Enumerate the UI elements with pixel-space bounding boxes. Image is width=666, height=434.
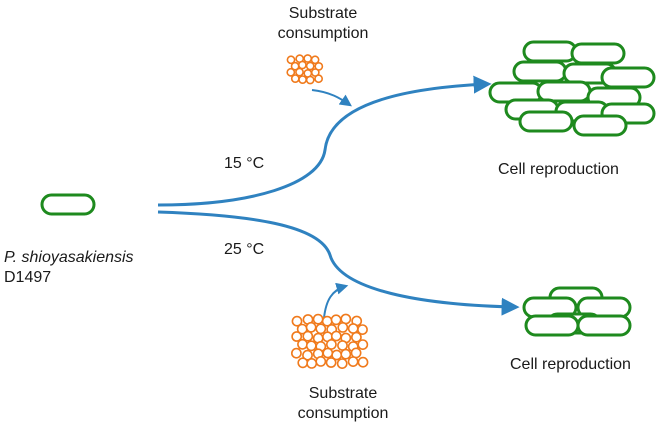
substrate-particle [350,331,362,343]
substrate-particle [315,323,327,335]
substrate-label-25c-line1: Substrate [308,385,378,402]
substrate-particle [357,356,369,368]
substrate-particle [337,340,348,351]
substrate-particle [305,75,315,85]
substrate-particle [306,357,318,369]
substrate-particle [336,358,348,369]
substrate-particle [297,338,308,350]
substrate-particle [350,347,362,359]
substrate-particle [286,55,296,65]
substrate-particle [330,330,342,342]
outcome-label-25c: Cell reproduction [510,356,631,373]
substrate-particle [315,355,327,367]
substrate-particle [291,331,303,342]
substrate-particle [295,67,304,77]
substrate-particle [290,347,302,359]
substrate-particle [305,61,315,71]
substrate-particle [337,321,349,333]
branch-arrow-25c [157,210,520,316]
substrate-label-15c-line1: Substrate [288,5,358,22]
outcome-label-15c: Cell reproduction [498,161,619,178]
substrate-particle [347,356,359,367]
substrate-label-25c: Substrate consumption [268,384,418,424]
cell-cluster-15c [488,40,656,137]
substrate-particle [312,313,324,325]
substrate-particle [310,55,320,65]
substrate-particle [305,340,317,352]
substrate-particle [340,348,352,360]
substrate-particles-25c [290,313,369,369]
substrate-particle [297,60,307,70]
substrate-particle [305,321,317,333]
substrate-particle [357,339,369,350]
substrate-particle [291,315,303,327]
substrate-arrow-25c [323,282,349,319]
substrate-particle [290,74,300,83]
substrate-label-15c: Substrate consumption [248,4,398,44]
substrate-particle [357,324,368,335]
substrate-particle [347,323,359,334]
substrate-particle [322,347,334,359]
substrate-particle [298,75,307,84]
organism-name: P. shioyasakiensis [4,249,134,266]
source-cell [40,193,96,216]
substrate-particle [330,314,342,326]
cell-cluster-25c [522,286,632,337]
substrate-particle [286,67,296,77]
temperature-label-25c: 25 °C [224,241,265,258]
substrate-particle [314,74,323,84]
substrate-particle [297,357,309,369]
branch-arrow-15c [157,75,492,207]
substrate-particle [325,357,337,368]
temperature-label-15c: 15 °C [224,155,265,172]
substrate-arrow-15c [311,89,352,107]
substrate-label-15c-line2: consumption [277,25,369,42]
organism-strain: D1497 [4,269,52,286]
substrate-particles-15c [286,54,324,85]
substrate-particle [303,54,313,63]
substrate-particle [302,330,314,342]
substrate-label-25c-line2: consumption [297,405,389,422]
substrate-particle [302,349,313,361]
